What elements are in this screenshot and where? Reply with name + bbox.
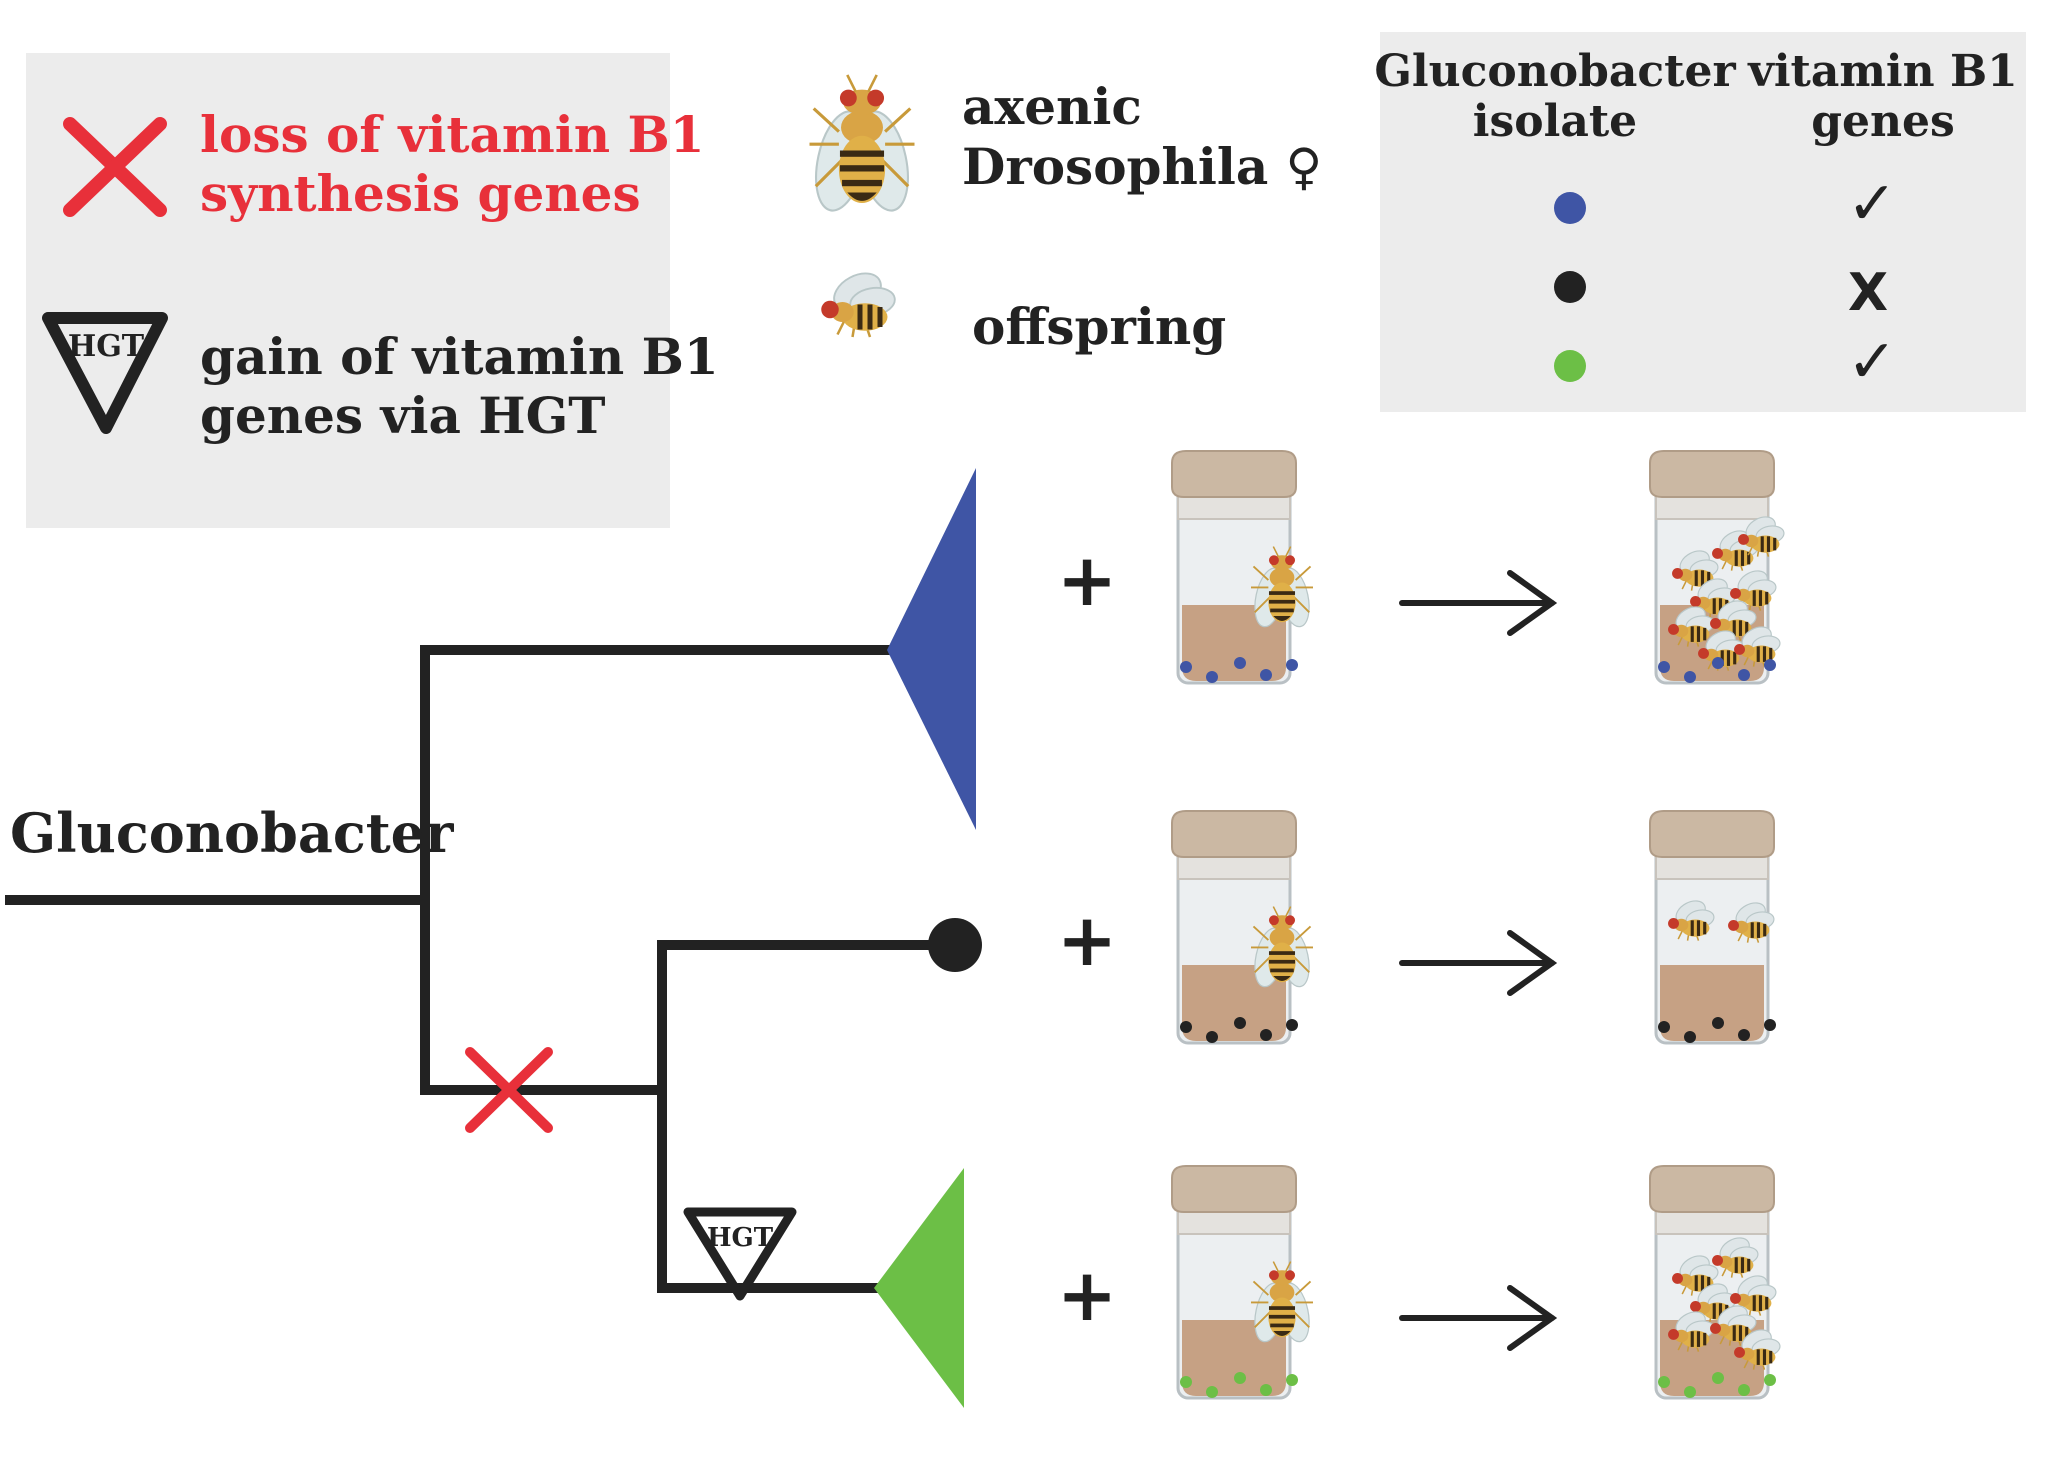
table-row-black-dot: [1554, 271, 1586, 303]
legend-loss-line1: loss of vitamin B1: [200, 105, 705, 164]
table-row-blue-dot: [1554, 192, 1586, 224]
offspring-fly-icon: [820, 264, 899, 339]
plus-sign: +: [1057, 1253, 1117, 1337]
vial-axenic-female: [1170, 449, 1315, 685]
isolate-table-box: [1380, 32, 2026, 412]
table-col2-line2: genes: [1811, 96, 1955, 147]
blue-clade-triangle: [887, 468, 976, 830]
vial-offspring: [1648, 449, 1787, 685]
legend-loss-line2: synthesis genes: [200, 164, 641, 223]
arrow-glyph: →: [1477, 1209, 1478, 1211]
axenic-female-fly-icon: [806, 73, 918, 217]
experiment-rows: +→+→+→: [1057, 449, 1787, 1400]
plus-sign: +: [1057, 898, 1117, 982]
arrow-icon: [1399, 930, 1558, 996]
vial-axenic-female: [1170, 809, 1315, 1045]
hgt-triangle-icon: HGT: [42, 312, 168, 434]
phylogenetic-tree: [5, 645, 945, 1293]
legend-axenic-line2: Drosophila ♀: [962, 137, 1322, 196]
vial-axenic-female: [1170, 1164, 1315, 1400]
loss-x-icon: [63, 117, 167, 217]
legend-offspring: offspring: [972, 297, 1226, 356]
arrow-glyph: →: [1477, 854, 1478, 856]
legend-symbols-box: [26, 53, 670, 528]
arrow-icon: [1399, 1285, 1558, 1351]
arrow-icon: [1399, 570, 1558, 636]
arrow-glyph: →: [1477, 494, 1478, 496]
hgt-triangle-label: HGT: [68, 329, 145, 364]
vial-offspring: [1648, 809, 1777, 1045]
vial-offspring: [1648, 1164, 1783, 1400]
legend-axenic-line1: axenic: [962, 77, 1142, 136]
legend-gain-line1: gain of vitamin B1: [200, 327, 719, 386]
experiment-row-3: +→: [1057, 1164, 1783, 1400]
table-row-blue-status: ✓: [1847, 169, 1897, 239]
table-col1-line1: Gluconobacter: [1374, 46, 1736, 97]
legend-gain-line2: genes via HGT: [200, 386, 606, 445]
experiment-row-2: +→: [1057, 809, 1777, 1045]
table-row-black-status: X: [1848, 263, 1888, 323]
table-row-green-status: ✓: [1847, 327, 1897, 397]
table-col2-line1: vitamin B1: [1747, 46, 2018, 97]
tree-loss-x-icon: [465, 1047, 553, 1133]
table-row-green-dot: [1554, 350, 1586, 382]
tree-hgt-triangle-icon: HGT: [683, 1207, 797, 1301]
plus-sign: +: [1057, 538, 1117, 622]
green-clade-triangle: [874, 1168, 964, 1408]
black-isolate-dot: [928, 918, 982, 972]
table-col1-line2: isolate: [1473, 96, 1637, 147]
tree-root-label: Gluconobacter: [10, 801, 454, 865]
tree-hgt-triangle-label: HGT: [707, 1223, 774, 1253]
experiment-row-1: +→: [1057, 449, 1787, 685]
